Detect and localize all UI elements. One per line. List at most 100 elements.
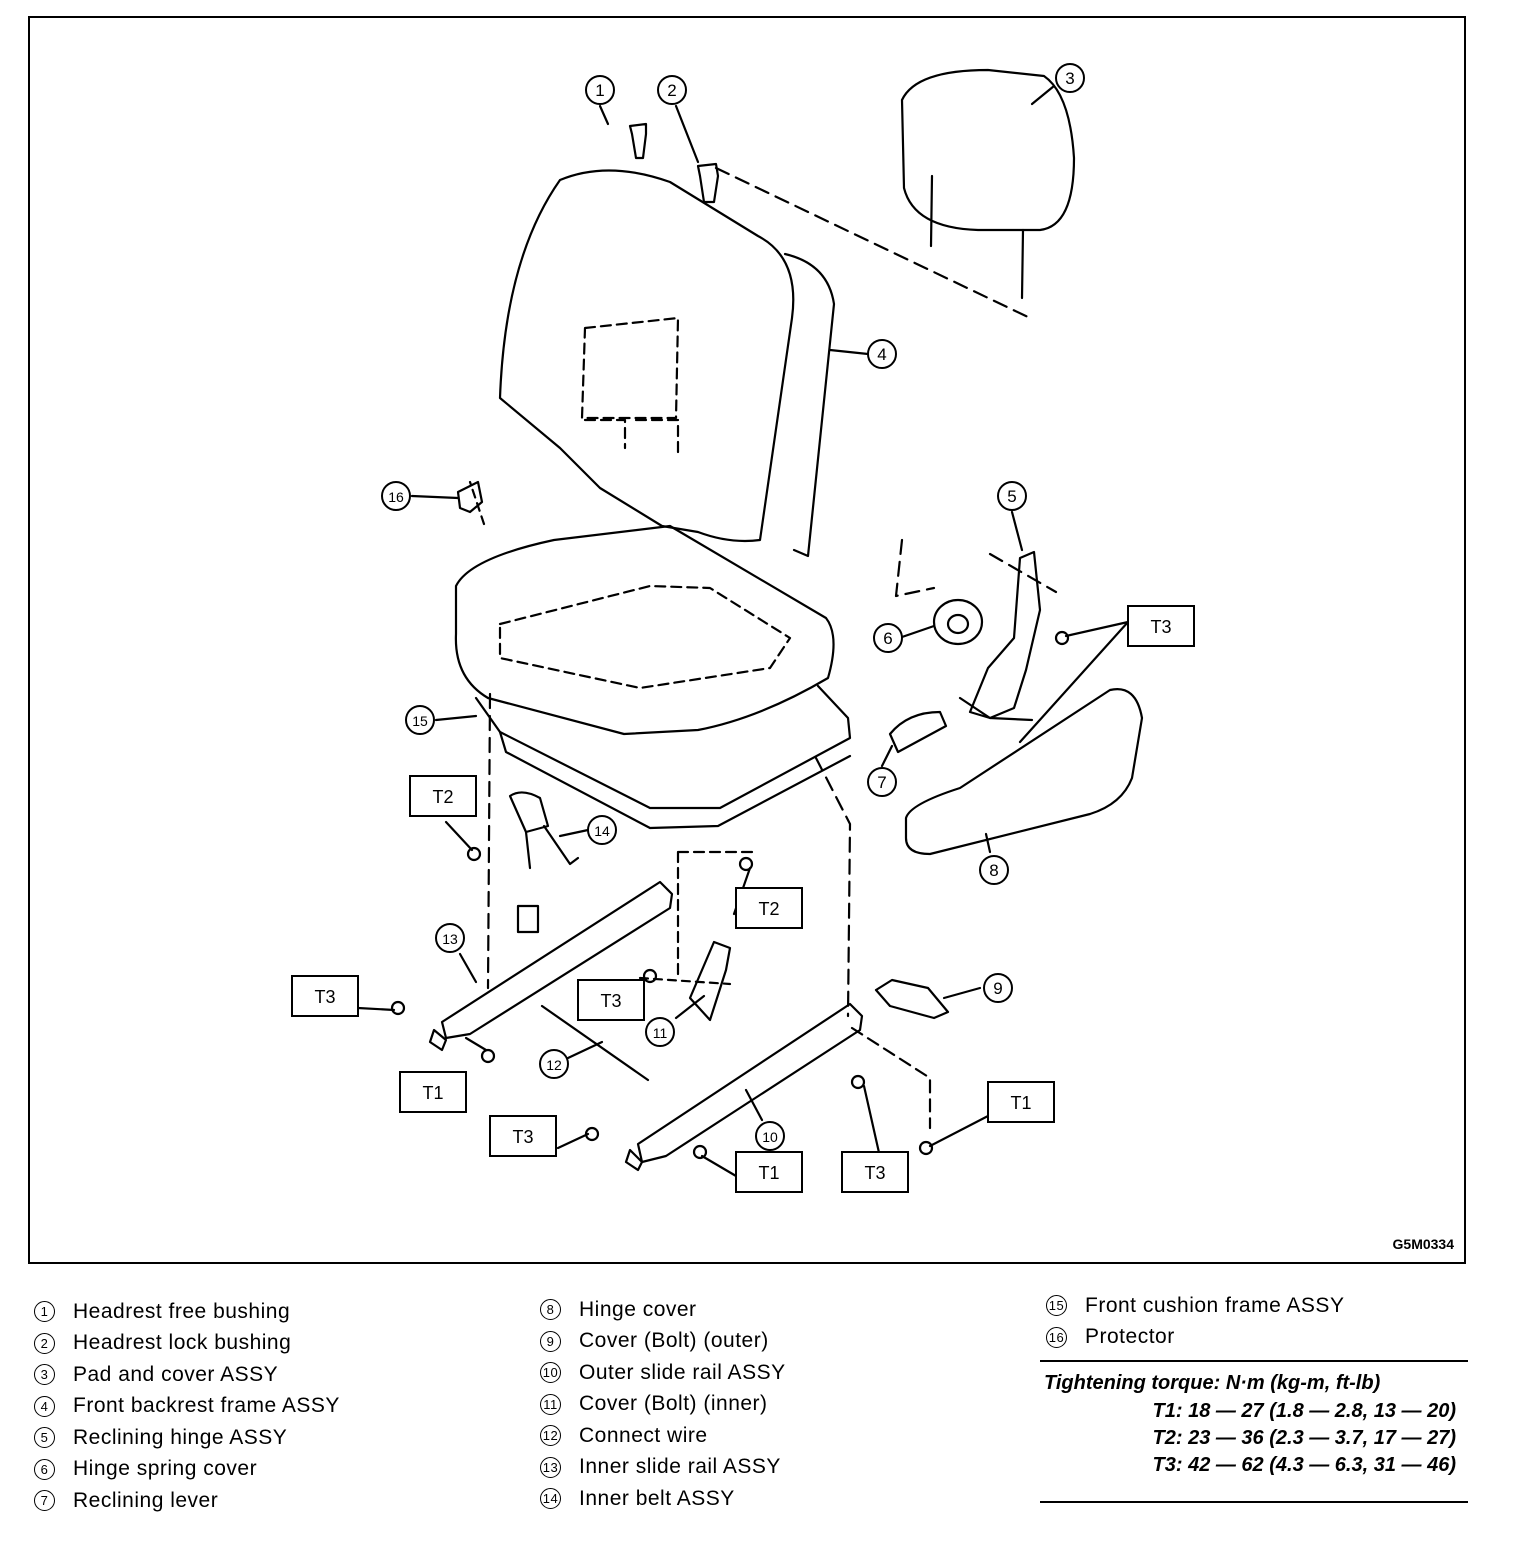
- torque-tag-t3: T3: [841, 1151, 909, 1193]
- legend-label: Inner belt ASSY: [579, 1486, 735, 1510]
- legend-label: Reclining hinge ASSY: [73, 1425, 288, 1449]
- svg-text:T1: T1: [422, 1083, 443, 1103]
- legend-label: Headrest lock bushing: [73, 1331, 292, 1355]
- hinge-cover: [904, 688, 1144, 856]
- callout-7: 7: [867, 767, 897, 797]
- legend-item: 7 Reclining lever: [34, 1485, 340, 1517]
- legend-item: 15 Front cushion frame ASSY: [1046, 1290, 1344, 1322]
- legend-label: Connect wire: [579, 1423, 708, 1447]
- callout-4: 4: [867, 339, 897, 369]
- svg-text:T3: T3: [600, 991, 621, 1011]
- callout-1: 1: [585, 75, 615, 105]
- svg-text:T1: T1: [758, 1163, 779, 1183]
- svg-text:7: 7: [877, 773, 886, 792]
- cover-bolt-inner: [688, 940, 732, 1022]
- legend-number: 16: [1046, 1326, 1067, 1348]
- legend-number: 6: [34, 1458, 55, 1480]
- backrest: [498, 169, 795, 543]
- legend-label: Cover (Bolt) (outer): [579, 1329, 769, 1353]
- legend-label: Hinge cover: [579, 1297, 697, 1321]
- svg-text:T2: T2: [432, 787, 453, 807]
- svg-text:1: 1: [595, 81, 604, 100]
- svg-text:14: 14: [594, 823, 610, 839]
- figure-code: G5M0334: [1392, 1236, 1454, 1252]
- torque-tag-t3: T3: [291, 975, 359, 1017]
- torque-tag-t1: T1: [399, 1071, 467, 1113]
- torque-row-t2: T2: 23 — 36 (2.3 — 3.7, 17 — 27): [1152, 1427, 1456, 1449]
- tightening-torque-table: Tightening torque: N·m (kg-m, ft-lb) T1:…: [1040, 1360, 1468, 1503]
- legend-label: Reclining lever: [73, 1488, 219, 1512]
- callout-11: 11: [645, 1017, 675, 1047]
- svg-text:2: 2: [667, 81, 676, 100]
- svg-text:11: 11: [653, 1025, 668, 1041]
- protector: [456, 480, 484, 514]
- svg-text:15: 15: [412, 713, 428, 729]
- legend-label: Pad and cover ASSY: [73, 1362, 279, 1386]
- legend-number: 10: [540, 1362, 561, 1384]
- connect-wire: [540, 1004, 650, 1082]
- inner-slide-rail: [440, 880, 674, 1040]
- svg-text:9: 9: [993, 979, 1002, 998]
- headrest-pad: [900, 68, 1076, 232]
- torque-row-t3: T3: 42 — 62 (4.3 — 6.3, 31 — 46): [1152, 1454, 1456, 1476]
- torque-tag-t3: T3: [577, 979, 645, 1021]
- svg-text:T3: T3: [512, 1127, 533, 1147]
- callout-2: 2: [657, 75, 687, 105]
- legend-label: Front backrest frame ASSY: [73, 1394, 340, 1418]
- legend-number: 9: [540, 1330, 561, 1352]
- inner-belt: [508, 791, 550, 834]
- legend-label: Cover (Bolt) (inner): [579, 1392, 768, 1416]
- legend-item: 3 Pad and cover ASSY: [34, 1359, 340, 1391]
- legend-number: 3: [34, 1364, 55, 1386]
- legend-number: 4: [34, 1395, 55, 1417]
- svg-text:T1: T1: [1010, 1093, 1031, 1113]
- svg-text:13: 13: [442, 931, 458, 947]
- svg-text:16: 16: [388, 489, 404, 505]
- callout-5: 5: [997, 481, 1027, 511]
- svg-text:4: 4: [877, 345, 886, 364]
- callout-8: 8: [979, 855, 1009, 885]
- legend-label: Inner slide rail ASSY: [579, 1455, 781, 1479]
- torque-tag-t2: T2: [409, 775, 477, 817]
- torque-tag-t3: T3: [489, 1115, 557, 1157]
- legend-label: Hinge spring cover: [73, 1457, 258, 1481]
- svg-text:T3: T3: [1150, 617, 1171, 637]
- legend-item: 9 Cover (Bolt) (outer): [540, 1326, 786, 1358]
- legend-label: Front cushion frame ASSY: [1085, 1293, 1345, 1317]
- legend-item: 12 Connect wire: [540, 1420, 786, 1452]
- legend-number: 15: [1046, 1295, 1067, 1317]
- torque-title: Tightening torque: N·m (kg-m, ft-lb): [1044, 1372, 1381, 1394]
- svg-text:10: 10: [762, 1129, 778, 1145]
- cover-bolt-outer: [874, 978, 950, 1020]
- svg-text:8: 8: [989, 861, 998, 880]
- legend-item: 14 Inner belt ASSY: [540, 1483, 786, 1515]
- legend-number: 5: [34, 1427, 55, 1449]
- svg-text:12: 12: [546, 1057, 562, 1073]
- legend-number: 12: [540, 1425, 561, 1447]
- hinge-spring-cover: [932, 598, 984, 646]
- torque-tag-t3: T3: [1127, 605, 1195, 647]
- seat-cushion: [454, 524, 835, 736]
- torque-tag-t2: T2: [735, 887, 803, 929]
- legend-number: 7: [34, 1490, 55, 1512]
- callout-9: 9: [983, 973, 1013, 1003]
- svg-text:6: 6: [883, 629, 892, 648]
- callout-15: 15: [405, 705, 435, 735]
- svg-text:T2: T2: [758, 899, 779, 919]
- callout-10: 10: [755, 1121, 785, 1151]
- torque-tag-t1: T1: [987, 1081, 1055, 1123]
- callout-12: 12: [539, 1049, 569, 1079]
- callout-16: 16: [381, 481, 411, 511]
- headrest-free-bushing: [628, 122, 648, 160]
- legend-item: 6 Hinge spring cover: [34, 1454, 340, 1486]
- legend-number: 14: [540, 1488, 561, 1510]
- headrest-lock-bushing: [696, 162, 720, 204]
